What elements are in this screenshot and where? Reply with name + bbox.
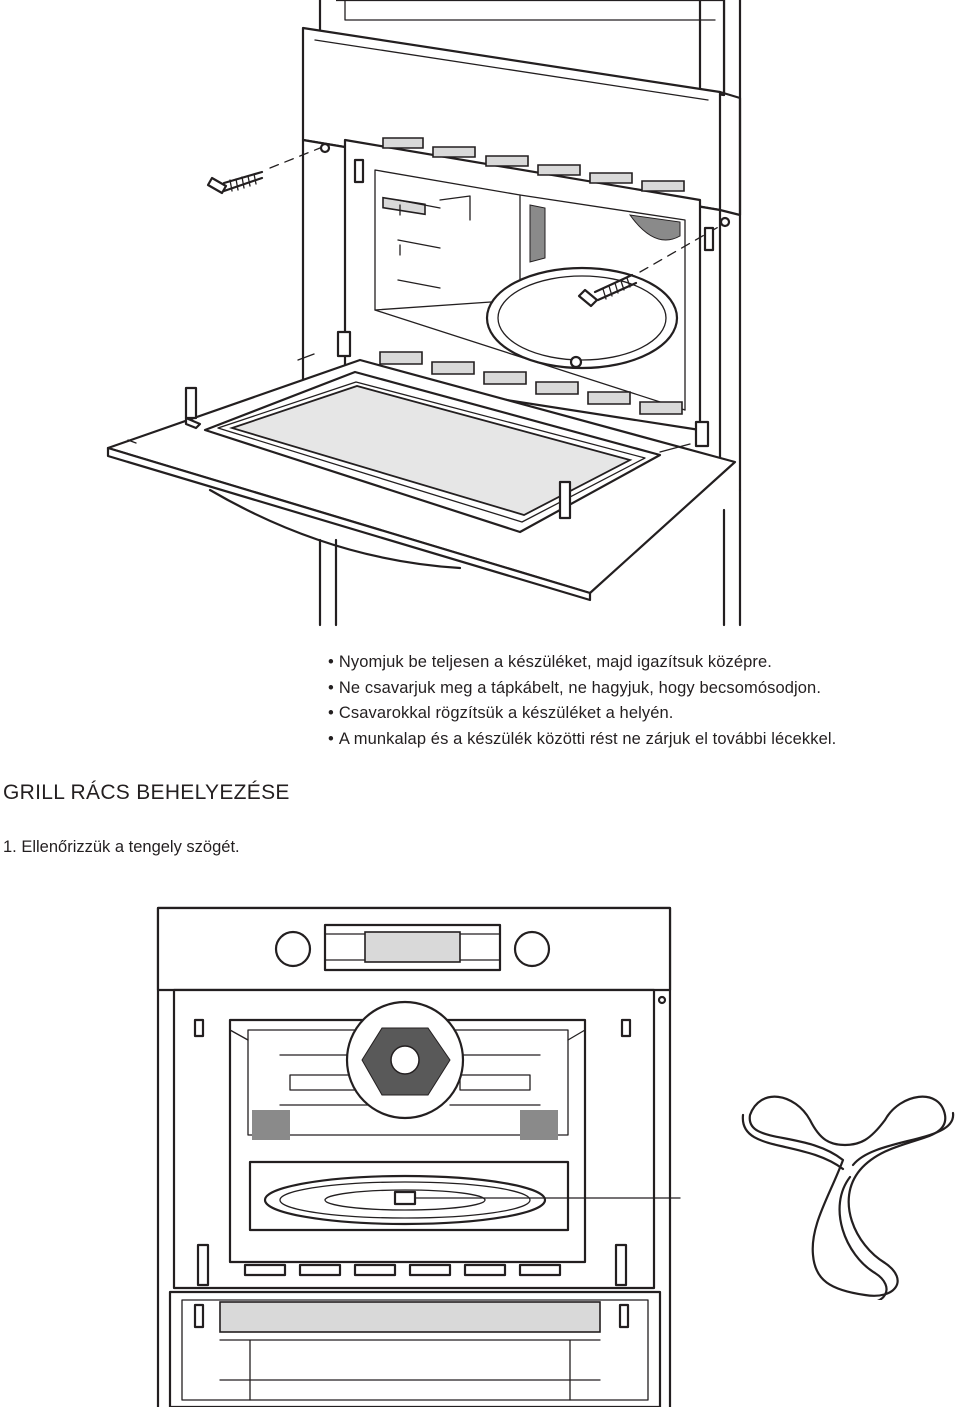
instruction-bullet: Nyomjuk be teljesen a készüléket, majd i…	[328, 650, 960, 676]
section-heading: GRILL RÁCS BEHELYEZÉSE	[3, 781, 290, 804]
instruction-bullet: Ne csavarjuk meg a tápkábelt, ne hagyjuk…	[328, 676, 960, 702]
screw-right-icon	[577, 225, 721, 308]
roller-ring-support-icon	[741, 1095, 955, 1300]
oven-front-with-turntable-support-illustration	[156, 906, 681, 1407]
built-in-oven-installation-illustration	[106, 0, 742, 627]
oven-front-illustration	[150, 900, 690, 1407]
instruction-bullet: Csavarokkal rögzítsük a készüléket a hel…	[328, 701, 960, 727]
screw-left-icon	[206, 147, 321, 195]
installation-instructions-list: Nyomjuk be teljesen a készüléket, majd i…	[328, 650, 960, 752]
step-1-text: 1. Ellenőrizzük a tengely szögét.	[3, 838, 240, 856]
roller-ring-detail	[735, 1085, 960, 1300]
installation-illustration	[0, 0, 960, 650]
instruction-bullet: A munkalap és a készülék közötti rést ne…	[328, 727, 960, 753]
